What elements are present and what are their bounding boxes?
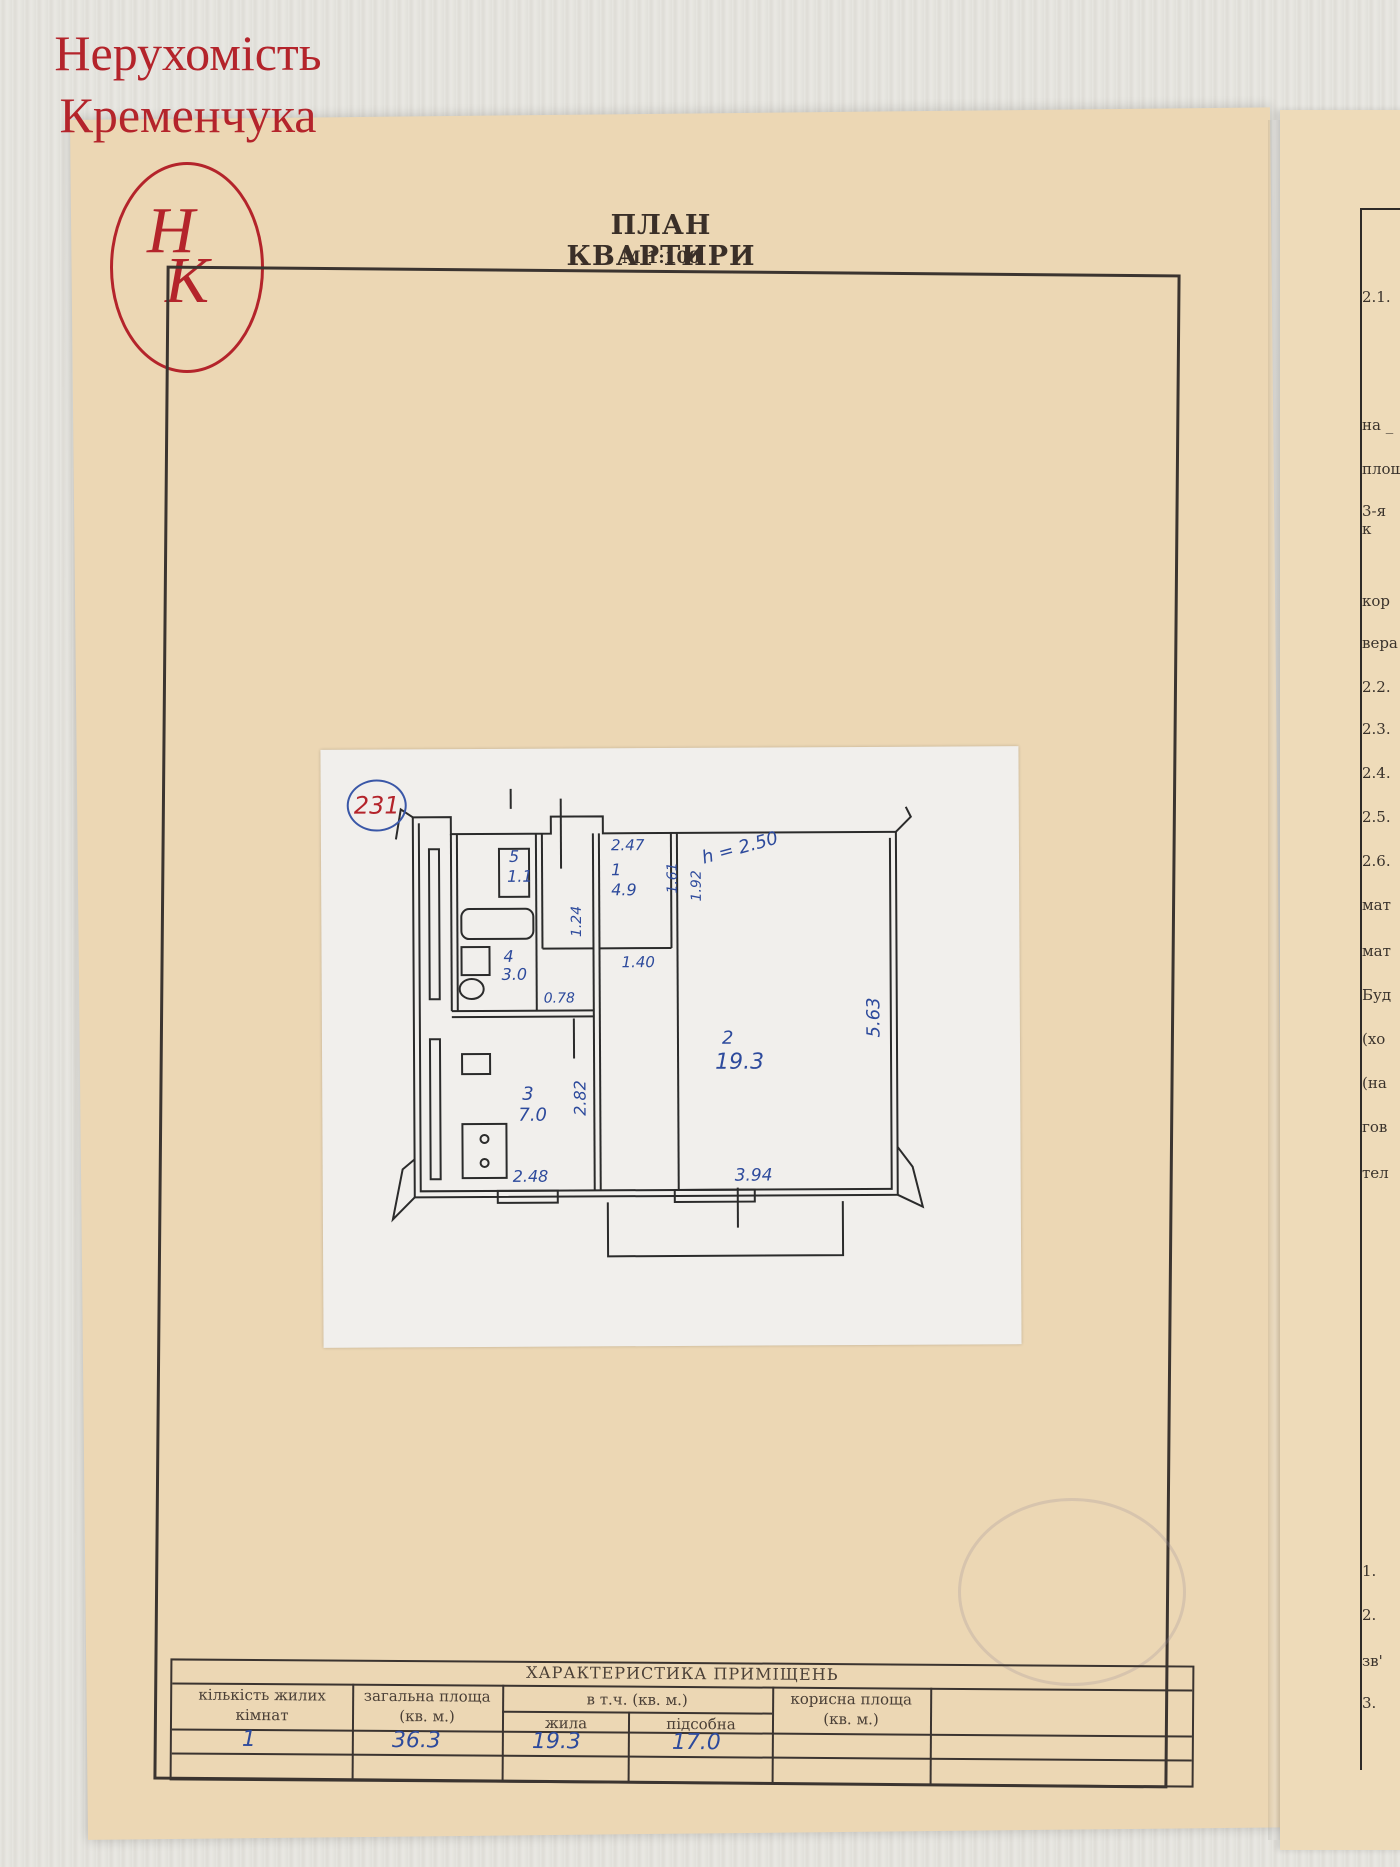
room-4-number: 4 [503,946,514,966]
right-text: кор [1362,592,1391,610]
right-text: площ [1362,460,1400,478]
dimension-label: 2.48 [512,1166,549,1186]
room-3-area: 7.0 [518,1104,548,1126]
right-text: 3-я к [1362,502,1387,538]
floorplan-card: 231 h = 2.50 5 1.1 1 4.9 4 3.0 2 19.3 3 … [320,746,1022,1348]
room-3-number: 3 [522,1083,534,1105]
right-text: Буд [1362,986,1392,1004]
room-4-area: 3.0 [501,964,528,984]
plan-scale: М 1:100 [621,248,701,268]
col-header-useful-area: корисна площа (кв. м.) [790,1689,913,1729]
right-text: 2.4. [1362,764,1391,782]
right-text: 2.1. [1362,288,1391,306]
dimension-label: 2.82 [570,1080,590,1116]
value-total-area: 36.3 [391,1727,441,1754]
right-text: 2.6. [1362,852,1391,870]
right-text: гов [1362,1118,1388,1136]
right-text: (хо [1362,1030,1386,1048]
right-text: мат [1362,896,1391,914]
paper-fold [1268,120,1282,1840]
col-header-including: в т.ч. (кв. м.) [586,1690,688,1710]
right-text: тел [1362,1164,1389,1182]
right-text: 2.3. [1362,720,1391,738]
dimension-label: 0.78 [543,990,575,1007]
brand-line-2: Кременчука [59,87,317,143]
plan-number-badge: 231 [346,779,407,832]
room-2-area: 19.3 [715,1049,765,1075]
document-second-page [1280,110,1400,1850]
col-header-rooms: кількість жилих кімнат [198,1685,326,1725]
value-rooms: 1 [241,1726,256,1753]
value-living-area: 19.3 [531,1728,581,1755]
room-2-number: 2 [721,1027,734,1049]
value-auxiliary-area: 17.0 [671,1729,721,1756]
dimension-label: 1.92 [688,870,705,902]
right-text: 2.2. [1362,678,1391,696]
col-header-total-area: загальна площа (кв. м.) [363,1686,491,1726]
room-5-number: 5 [508,846,520,866]
right-text: вера [1362,634,1398,652]
dimension-label: 1.40 [621,953,656,972]
right-text: (на [1362,1074,1387,1092]
right-text: на _ [1362,416,1394,434]
dimension-label: 1.61 [664,862,681,894]
logo-letter-1: Н [147,194,195,267]
brand-line-1: Нерухомість [54,25,322,81]
brand-logo: Н К [110,162,264,373]
right-text: мат [1362,942,1391,960]
plan-title: ПЛАН КВАРТИРИ [566,210,756,272]
dimension-label: 3.94 [734,1165,773,1186]
characteristics-table: ХАРАКТЕРИСТИКА ПРИМІЩЕНЬ кількість жилих… [169,1658,1195,1788]
watermark-brand: Нерухомість Кременчука [18,22,358,146]
right-text: 2. [1362,1606,1377,1624]
logo-letter-2: К [165,244,209,317]
floorplan-drawing [391,788,925,1258]
right-text: зв' [1362,1652,1383,1670]
room-1-number: 1 [611,860,622,880]
faded-stamp [958,1498,1186,1686]
right-text: 3. [1362,1694,1377,1712]
right-text: 2.5. [1362,808,1391,826]
right-text: 1. [1362,1562,1377,1580]
dimension-label: 5.63 [863,997,885,1038]
second-page-frame [1360,208,1400,1770]
room-1-area: 4.9 [611,880,637,900]
dimension-label: 2.47 [610,836,645,855]
room-5-area: 1.1 [507,866,533,886]
dimension-label: 1.24 [568,905,586,938]
